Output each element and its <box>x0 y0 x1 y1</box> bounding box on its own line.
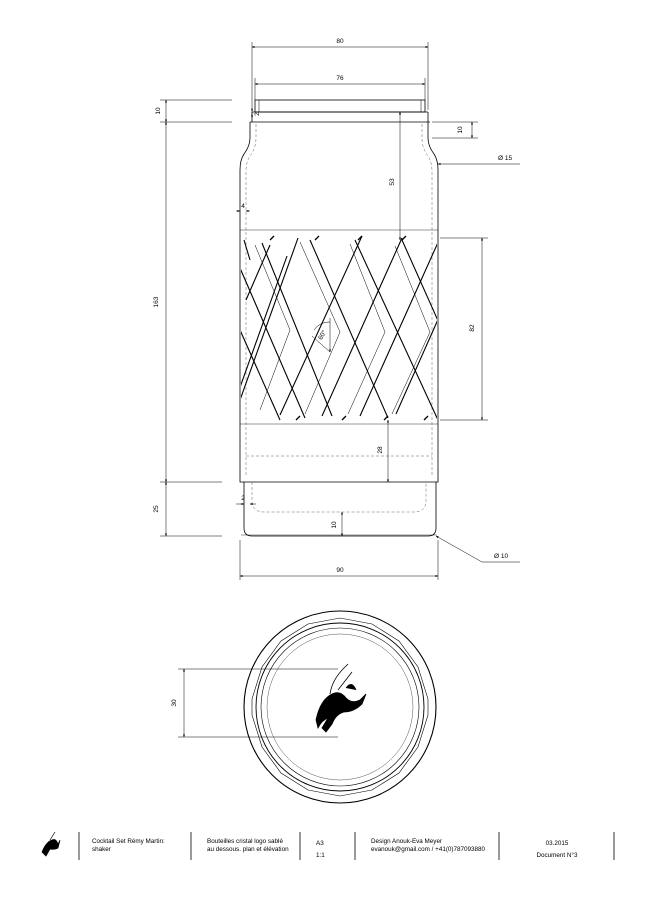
dim-body-height: 163 <box>153 296 160 307</box>
contact-label: evanouk@gmail.com / +41(0)787093880 <box>371 846 486 853</box>
elevation-view <box>239 99 439 537</box>
cut-pattern <box>241 235 437 421</box>
base-outline <box>243 482 437 537</box>
dim-base-height: 25 <box>153 505 160 513</box>
dimension-labels: 80 76 10 10 2 163 53 4 60° 82 28 25 2 10… <box>153 38 512 707</box>
designer-label: Design Anouk-Eva Meyer <box>371 838 442 845</box>
dim-width-76: 76 <box>336 75 344 82</box>
project-line-2: shaker <box>92 846 111 853</box>
dim-logo-height: 30 <box>171 699 178 707</box>
project-line-1: Cocktail Set Rémy Martin: <box>92 838 165 845</box>
dim-total-width: 90 <box>336 567 344 574</box>
dim-angle: 60° <box>316 328 328 341</box>
description-line-1: Bouteilles cristal logo sablé <box>207 838 283 845</box>
cut-tips <box>269 235 429 421</box>
dim-base-inner: 10 <box>331 521 338 529</box>
dimension-lines <box>160 42 520 580</box>
logo-dimension <box>178 668 338 738</box>
horse-logo-icon <box>315 663 367 733</box>
dim-neck-height: 10 <box>155 107 162 115</box>
plan-view <box>178 610 437 804</box>
dim-chamfer: 4 <box>241 203 245 210</box>
dim-lower-offset: 28 <box>377 446 384 454</box>
dim-width-80: 80 <box>336 38 344 45</box>
dim-diameter-shoulder: Ø 15 <box>498 155 512 162</box>
dim-pattern-height: 82 <box>469 324 476 332</box>
plan-outer-facets <box>251 617 429 797</box>
dim-neck-wall: 2 <box>254 112 261 116</box>
title-block-logo-icon <box>41 831 61 857</box>
body-outline <box>239 122 439 483</box>
neck-outline <box>250 99 430 123</box>
dim-diameter-base: Ø 10 <box>494 553 508 560</box>
dim-base-wall: 2 <box>241 495 245 502</box>
dim-upper-offset: 53 <box>389 178 396 186</box>
description-line-2: au dessous. plan et élévation <box>207 846 289 853</box>
dim-neck-step: 10 <box>457 126 464 134</box>
title-block: Cocktail Set Rémy Martin: shaker Bouteil… <box>41 831 615 860</box>
scale-label: 1:1 <box>316 852 325 859</box>
date-label: 03.2015 <box>546 840 569 847</box>
document-number: Document N°3 <box>536 851 578 859</box>
format-label: A3 <box>316 840 324 847</box>
